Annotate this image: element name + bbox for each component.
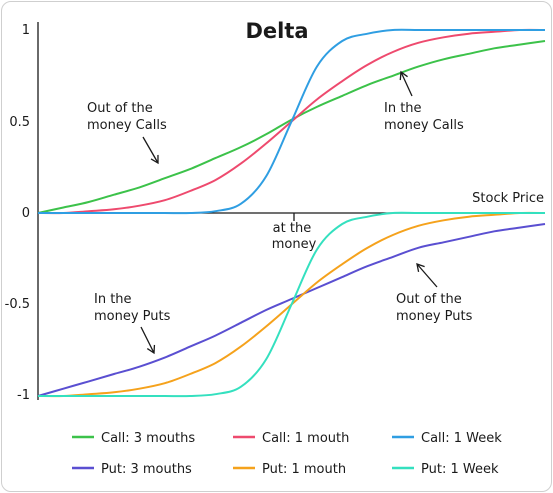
legend-label: Put: 3 mouths [101,462,192,477]
annotation-arrow-otm-puts [416,263,438,288]
y-tick-label: 0 [22,206,30,221]
legend-item-5: Put: 1 mouth [233,462,346,477]
legend-item-4: Put: 3 mouths [72,462,192,477]
x-axis-label: Stock Price [472,191,544,206]
legend: Call: 3 mouths Call: 1 mouth Call: 1 WeekP… [72,431,502,477]
legend-item-2: Call: 1 mouth [233,431,349,446]
annotation-arrow-otm-calls [142,136,159,165]
legend-label: Call: 3 mouths [101,431,195,446]
legend-item-3: Call: 1 Week [392,431,502,446]
y-tick-label: 1 [22,23,30,38]
at-the-money-label: at the money [272,221,317,252]
annotation-itm-calls: In the money Calls [384,101,464,133]
annotation-otm-calls: Out of the money Calls [87,101,167,133]
series-line-3 [38,28,545,215]
y-tick-label: 0.5 [9,115,30,130]
annotation-arrow-itm-calls [399,70,413,97]
annotation-arrow-itm-puts [140,326,156,355]
legend-label: Call: 1 Week [421,431,502,446]
series-lines [37,28,546,398]
annotation-otm-puts: Out of the money Puts [396,292,473,324]
legend-label: Call: 1 mouth [262,431,349,446]
annotation-itm-puts: In the money Puts [94,292,171,324]
legend-label: Put: 1 Week [421,462,499,477]
legend-item-1: Call: 3 mouths [72,431,195,446]
y-tick-label: -0.5 [5,297,30,312]
legend-label: Put: 1 mouth [262,462,346,477]
y-tick-label: -1 [17,388,30,403]
series-line-4 [37,223,546,397]
y-tick-labels: 1 0.5 0 -0.5 -1 [5,23,30,403]
legend-item-6: Put: 1 Week [392,462,499,477]
chart-title: Delta [245,19,308,43]
series-line-6 [37,211,545,398]
